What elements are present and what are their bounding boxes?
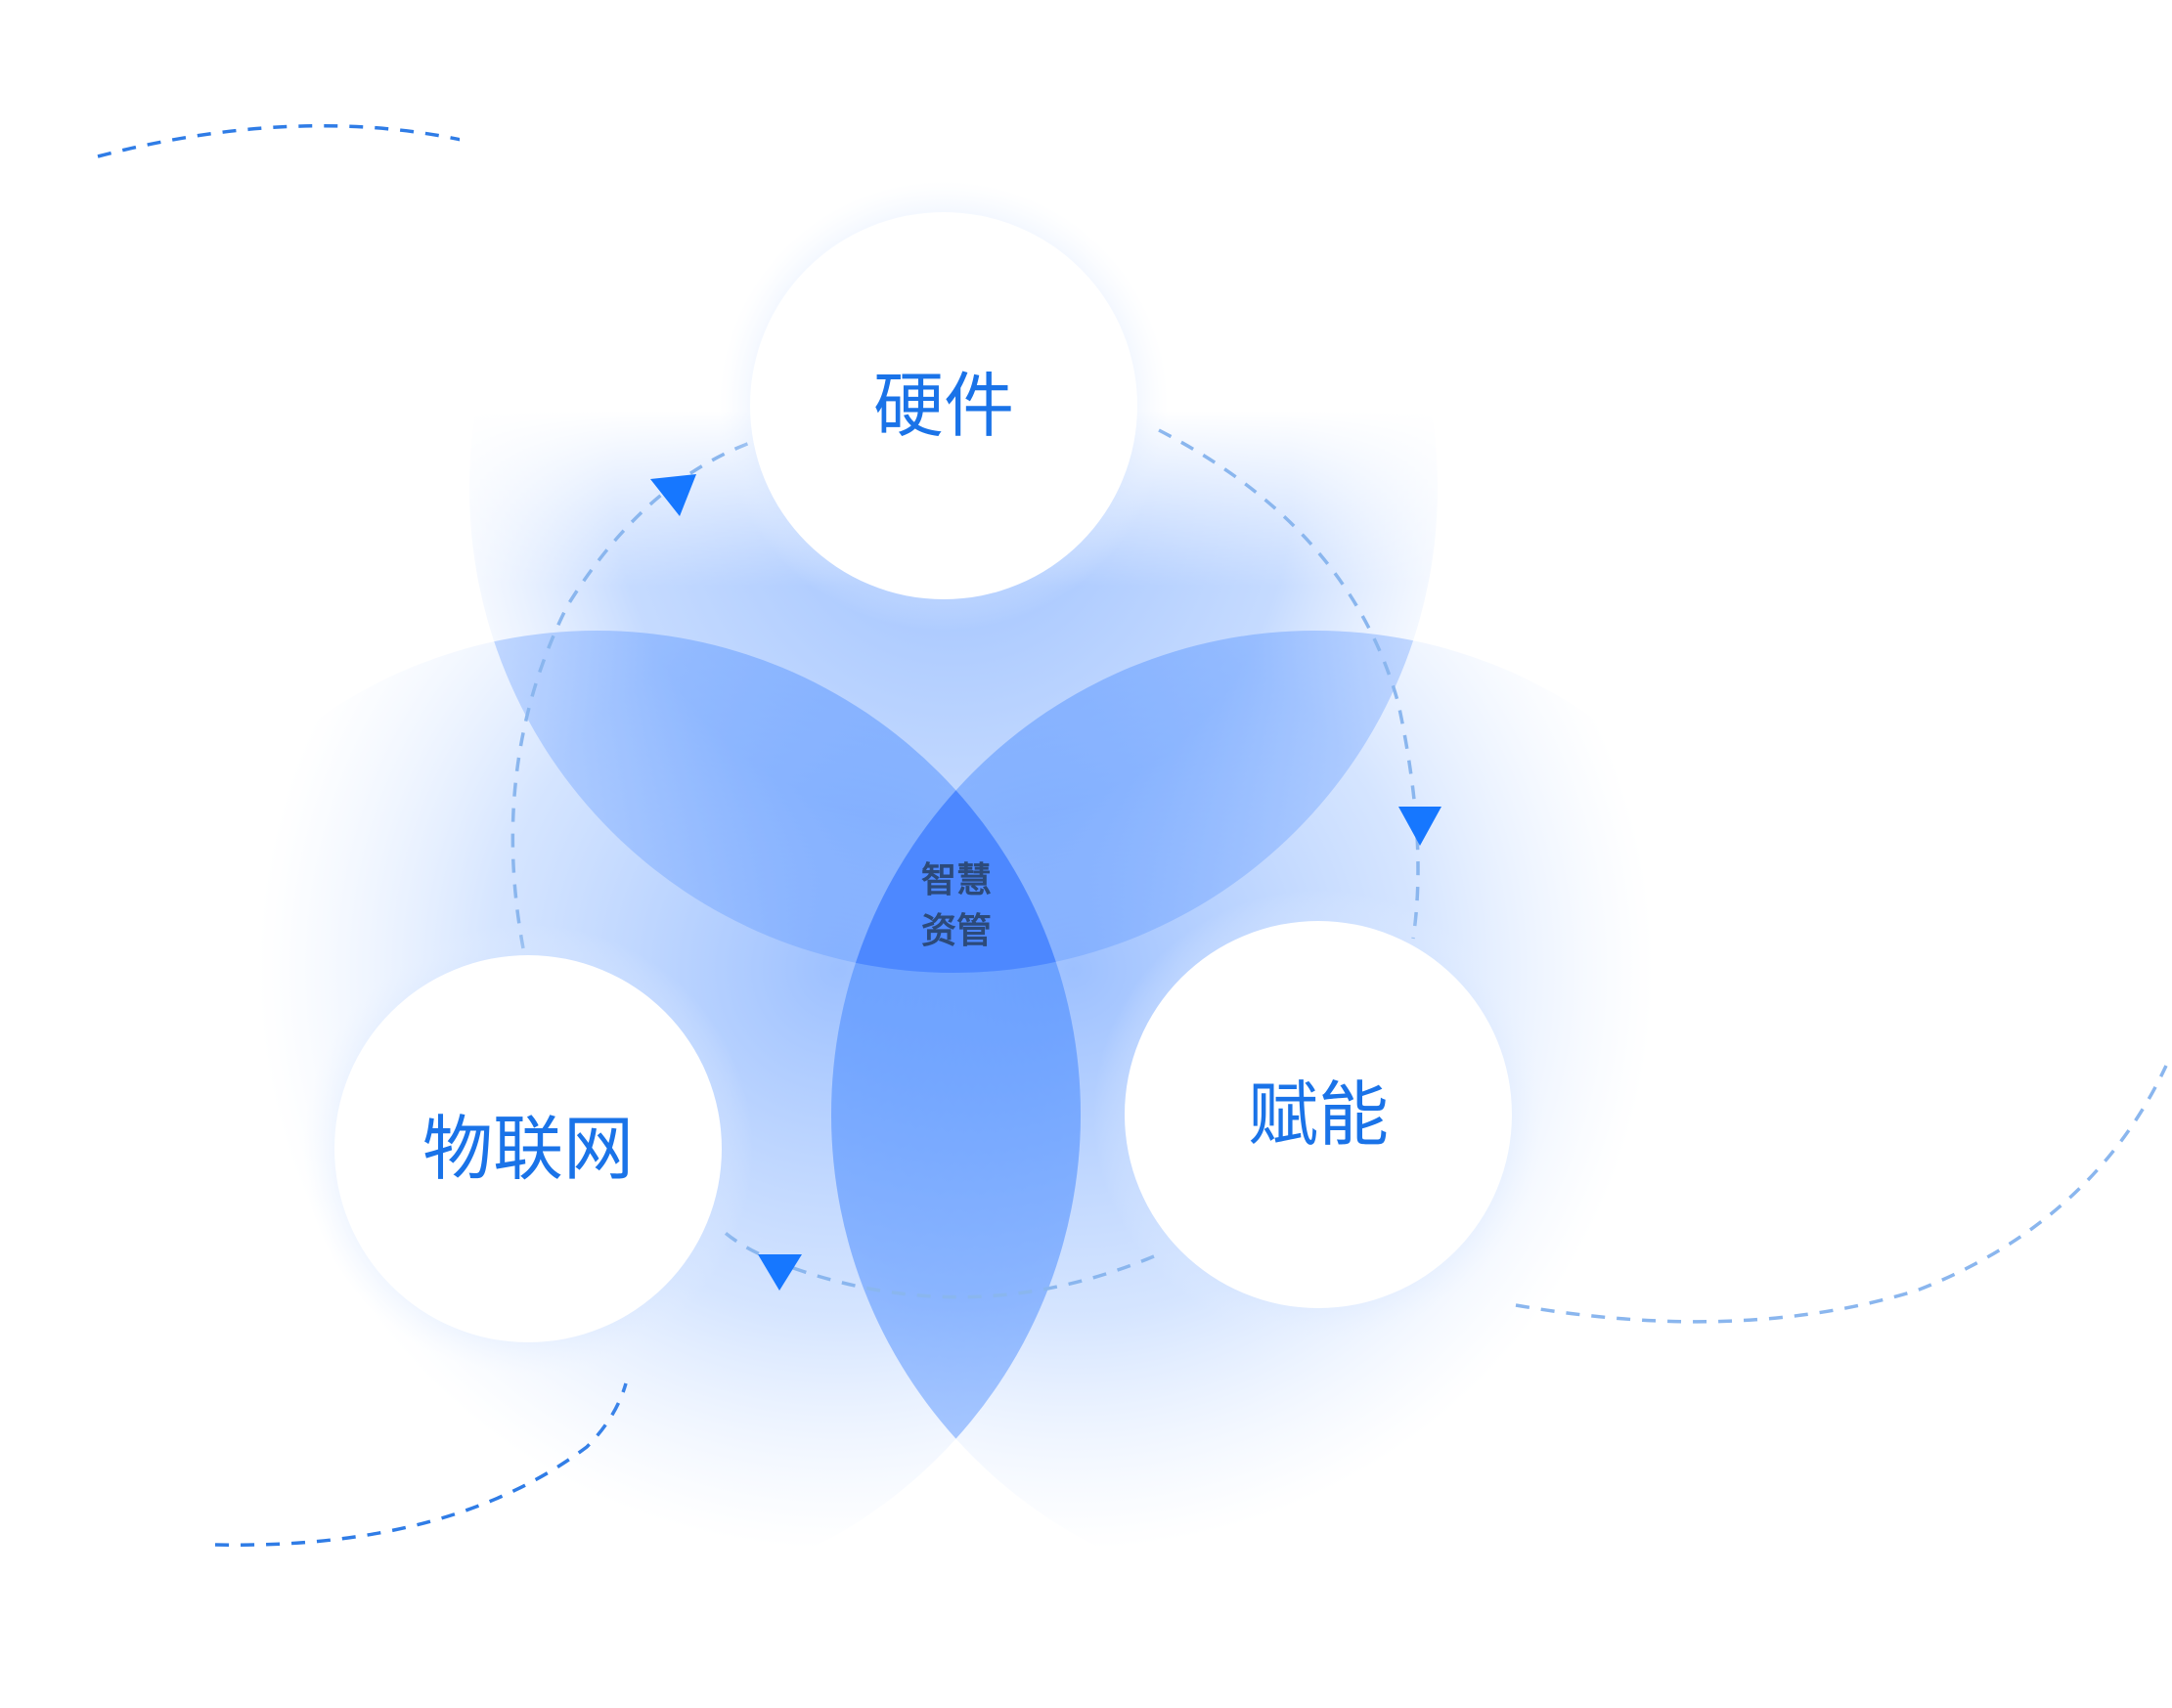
arrow-down-right [1398,807,1441,846]
lens-top-right [831,631,1438,973]
node-iot: 物联网 [303,924,753,1374]
center-label-line1: 智慧 [921,860,992,900]
cycle-arc-hardware-to-empower [1158,428,1420,940]
node-hardware-label: 硬件 [873,365,1014,447]
cycle-arc-iot-to-hardware [510,438,759,949]
center-label: 智慧 资管 [921,860,992,951]
node-hardware: 硬件 [719,181,1169,631]
arrow-up-left [650,474,696,516]
cycle-arc-empower-to-iot [717,1225,1155,1299]
node-empower: 赋能 [1093,890,1543,1339]
node-empower-label: 赋能 [1248,1073,1389,1156]
center-label-line2: 资管 [921,911,992,951]
arrow-down-bottom [758,1254,802,1291]
node-iot-label: 物联网 [422,1108,634,1190]
lens-top-left [469,631,1081,973]
